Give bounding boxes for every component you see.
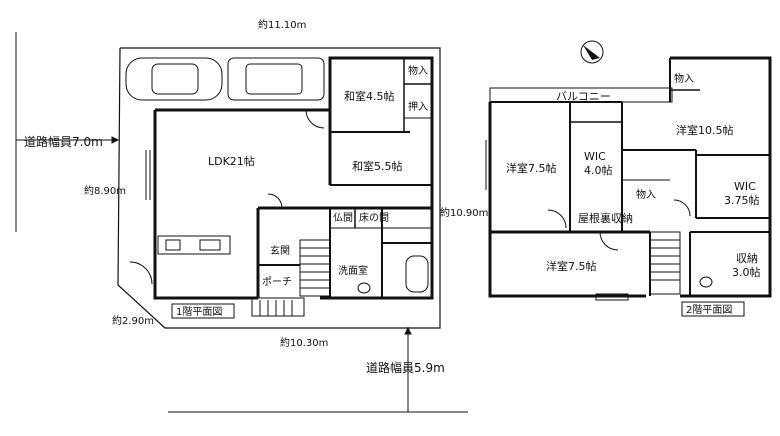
room-genkan: 玄関 xyxy=(270,244,290,257)
room-monoire-1f: 物入 xyxy=(408,64,428,77)
room-porch: ポーチ xyxy=(262,276,292,288)
room-monoire-2f-mid: 物入 xyxy=(636,188,656,201)
car-icon xyxy=(227,57,325,101)
south-road-arrow xyxy=(404,326,412,412)
room-yoshitsu-75-north: 洋室7.5帖 xyxy=(506,161,557,175)
room-yoshitsu-105: 洋室10.5帖 xyxy=(676,123,734,137)
floor1-caption: 1階平面図 xyxy=(176,306,222,318)
room-oshiire: 押入 xyxy=(408,100,428,113)
room-wic-40-size: 4.0帖 xyxy=(584,164,613,177)
bottom-width-label: 約10.30m xyxy=(280,336,328,349)
top-width-label: 約11.10m xyxy=(258,18,306,31)
floor1-caption-box xyxy=(171,303,235,319)
west-road-width-label: 道路幅員7.0m xyxy=(24,134,103,149)
room-ldk: LDK21帖 xyxy=(208,155,255,168)
floor2-caption: 2階平面図 xyxy=(686,304,732,316)
room-wic-40-label: WIC xyxy=(584,150,606,163)
room-wic-375-size: 3.75帖 xyxy=(724,194,760,207)
room-yoshitsu-75-south: 洋室7.5帖 xyxy=(546,259,597,273)
floor2-caption-box xyxy=(681,301,745,317)
room-shuno-size: 3.0帖 xyxy=(732,266,761,279)
room-shuno-label: 収納 xyxy=(736,252,758,265)
room-tokonoma: 床の間 xyxy=(359,211,389,224)
north-arrow-icon xyxy=(580,40,604,64)
west-road-arrow xyxy=(16,136,120,144)
room-wic-375-label: WIC xyxy=(734,180,756,193)
stairs-icon xyxy=(299,239,331,297)
floor1-walls xyxy=(125,56,434,317)
stairs-icon xyxy=(649,231,681,295)
site-lines xyxy=(15,32,468,413)
right-depth-label: 約10.90m xyxy=(440,206,488,219)
south-road-width-label: 道路幅員5.9m xyxy=(366,360,445,375)
floor2-walls xyxy=(485,56,772,301)
room-butsuma: 仏間 xyxy=(333,212,353,224)
room-balcony: バルコニー xyxy=(556,90,611,103)
corner-cut-label: 約2.90m xyxy=(112,314,154,327)
room-monoire-2f-top: 物入 xyxy=(674,72,694,85)
left-depth-label: 約8.90m xyxy=(84,184,126,197)
room-washitsu-45: 和室4.5帖 xyxy=(344,89,395,103)
car-icon xyxy=(125,57,223,101)
room-yaneura: 屋根裏収納 xyxy=(578,211,633,225)
room-washitsu-55: 和室5.5帖 xyxy=(352,159,403,173)
room-senmen: 洗面室 xyxy=(338,264,368,277)
